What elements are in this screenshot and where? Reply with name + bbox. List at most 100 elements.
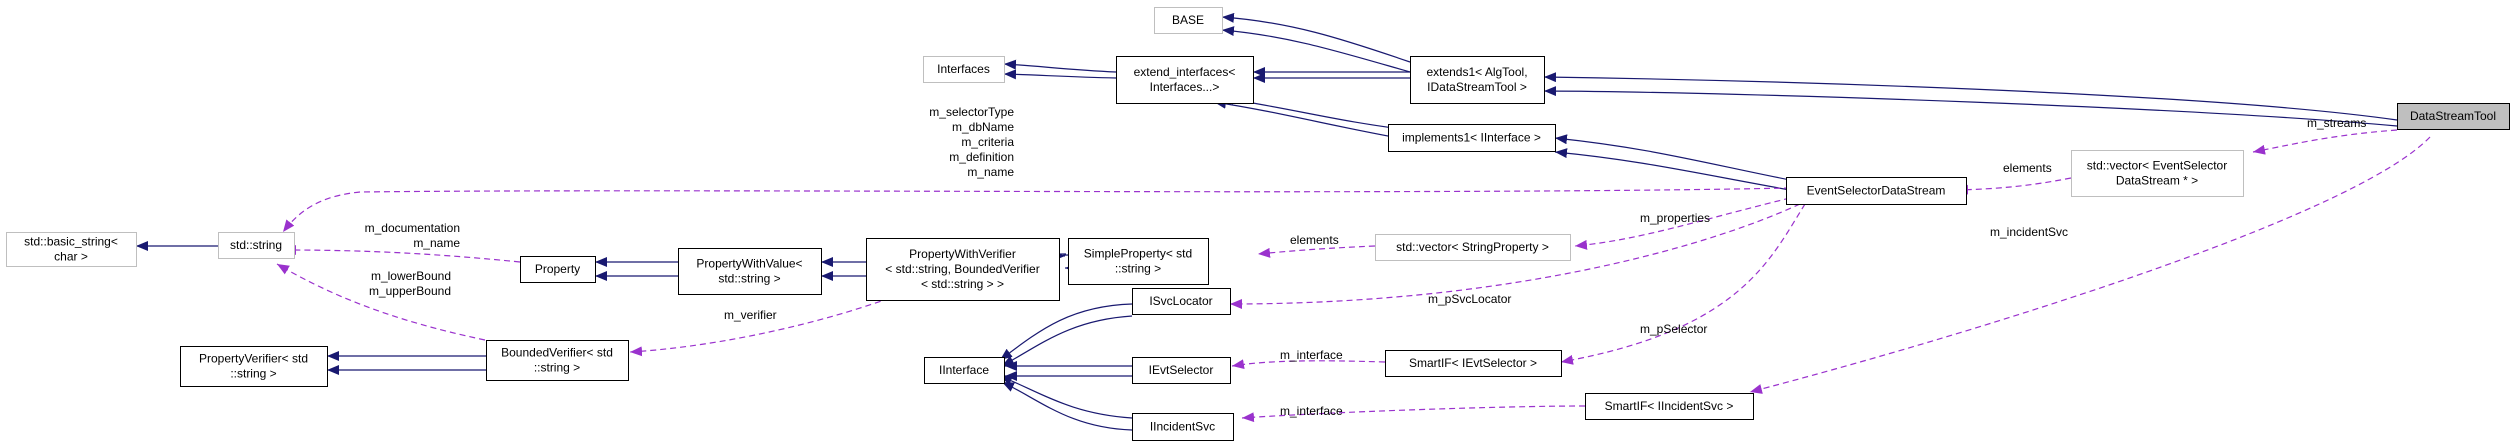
node-box [1132, 357, 1231, 384]
node-std-string[interactable]: std::string [218, 232, 295, 259]
node-extend-interfaces[interactable]: extend_interfaces<Interfaces...> [1116, 56, 1254, 104]
edge-simpleproperty-pwver-b [1052, 250, 1069, 261]
edge-label-line: m_interface [1280, 348, 1343, 362]
node-box [866, 238, 1060, 301]
node-box [1132, 413, 1234, 441]
edge-esds-implements1-b [1554, 148, 1791, 191]
node-box [1585, 393, 1754, 420]
node-label: extends1< AlgTool, [1426, 65, 1527, 79]
node-label: DataStream * > [2116, 174, 2198, 188]
node-property[interactable]: Property [520, 256, 596, 283]
edge-datastreamtool-extends1 [1543, 72, 2398, 121]
edge-label-line: m_streams [2307, 116, 2366, 130]
node-box [520, 256, 596, 283]
node-label: IEvtSelector [1149, 363, 1214, 377]
edge-label-line: m_upperBound [369, 284, 451, 298]
label-m-interface-1: m_interface [1280, 348, 1343, 362]
node-vector-stringproperty[interactable]: std::vector< StringProperty > [1375, 234, 1571, 261]
node-box [2397, 103, 2510, 130]
node-label: SimpleProperty< std [1084, 247, 1192, 261]
edge-m-streams [2252, 129, 2398, 155]
edge-property-members [283, 245, 521, 263]
edge-label-line: m_name [967, 165, 1014, 179]
edge-label-line: elements [2003, 161, 2052, 175]
node-propertywithverifier[interactable]: PropertyWithVerifier< std::string, Bound… [866, 238, 1060, 301]
node-smartif-iincidentsvc[interactable]: SmartIF< IIncidentSvc > [1585, 393, 1754, 420]
edge-isvclocator-iinterface-a [999, 303, 1133, 361]
node-eventselectordatastream[interactable]: EventSelectorDataStream [1786, 177, 1967, 205]
node-smartif-ievtselector[interactable]: SmartIF< IEvtSelector > [1385, 350, 1562, 377]
node-propertywithvalue[interactable]: PropertyWithValue<std::string > [678, 248, 822, 295]
node-box [486, 340, 629, 381]
node-label: IIncidentSvc [1150, 420, 1215, 434]
node-iincidentsvc[interactable]: IIncidentSvc [1132, 413, 1234, 441]
node-label: SmartIF< IIncidentSvc > [1605, 399, 1734, 413]
edge-label-line: m_dbName [952, 120, 1014, 134]
edge-elements-esds [1955, 177, 2072, 195]
label-m-verifier: m_verifier [724, 308, 777, 322]
label-m-interface-2: m_interface [1280, 404, 1343, 418]
node-label: std::string > [718, 272, 780, 286]
edge-m-pselector [1560, 203, 1806, 365]
node-box [1385, 350, 1562, 377]
node-box [1388, 124, 1556, 152]
node-interfaces[interactable]: Interfaces [923, 56, 1005, 83]
node-iinterface[interactable]: IInterface [924, 357, 1005, 384]
edge-m-incidentsvc [1749, 136, 2431, 394]
node-extends1[interactable]: extends1< AlgTool,IDataStreamTool > [1410, 56, 1545, 104]
label-m-streams: m_streams [2307, 116, 2366, 130]
node-box [1154, 7, 1223, 34]
edge-m-properties [1574, 197, 1791, 250]
node-propertyverifier[interactable]: PropertyVerifier< std::string > [180, 346, 328, 387]
label-m-pselector: m_pSelector [1640, 322, 1707, 336]
node-vector-eventselector[interactable]: std::vector< EventSelectorDataStream * > [2071, 150, 2244, 197]
node-box [1410, 56, 1545, 104]
node-box [1068, 238, 1209, 285]
label-m-psvclocator: m_pSvcLocator [1428, 292, 1511, 306]
edge-label-line: m_definition [949, 150, 1014, 164]
node-basic-string[interactable]: std::basic_string<char > [6, 232, 137, 267]
label-m-incidentsvc: m_incidentSvc [1990, 225, 2068, 239]
node-datastreamtool[interactable]: DataStreamTool [2397, 103, 2510, 130]
edge-label-line: m_documentation [365, 221, 460, 235]
node-implements1[interactable]: implements1< IInterface > [1388, 124, 1556, 152]
usage-edges [276, 129, 2431, 423]
edge-label-line: m_criteria [961, 135, 1014, 149]
node-label: SmartIF< IEvtSelector > [1409, 356, 1537, 370]
node-box [1786, 177, 1967, 205]
edge-extend-interfaces-interfaces-b [1003, 69, 1117, 80]
node-label: std::string [230, 238, 282, 252]
node-simpleproperty[interactable]: SimpleProperty< std::string > [1068, 238, 1209, 285]
edge-extends1-base-b [1221, 26, 1411, 73]
node-box [180, 346, 328, 387]
node-label: implements1< IInterface > [1402, 131, 1541, 145]
node-isvclocator[interactable]: ISvcLocator [1132, 288, 1231, 315]
node-boundedverifier[interactable]: BoundedVerifier< std::string > [486, 340, 629, 381]
node-box [1116, 56, 1254, 104]
edge-label-line: m_selectorType [929, 105, 1014, 119]
edge-label-line: m_properties [1640, 211, 1710, 225]
node-base[interactable]: BASE [1154, 7, 1223, 34]
edge-label-line: m_name [413, 236, 460, 250]
edge-extend-interfaces-interfaces-a [1003, 59, 1117, 73]
node-box [924, 357, 1005, 384]
node-label: PropertyWithVerifier [909, 247, 1016, 261]
edge-implements1-extend-interfaces-b [1213, 98, 1411, 141]
edge-extends1-base-a [1221, 12, 1411, 63]
node-box [2071, 150, 2244, 197]
node-label: PropertyWithValue< [696, 257, 802, 271]
node-label: ::string > [230, 367, 276, 381]
node-label: IInterface [939, 363, 989, 377]
node-label: PropertyVerifier< std [199, 352, 308, 366]
edge-label-line: m_pSvcLocator [1428, 292, 1511, 306]
nodes: DataStreamTool BASE Interfaces extend_in… [6, 7, 2510, 441]
edge-label-line: elements [1290, 233, 1339, 247]
edge-elements-sp [1257, 245, 1376, 258]
node-box [6, 232, 137, 267]
node-label: std::basic_string< [24, 235, 118, 249]
node-ievtselector[interactable]: IEvtSelector [1132, 357, 1231, 384]
